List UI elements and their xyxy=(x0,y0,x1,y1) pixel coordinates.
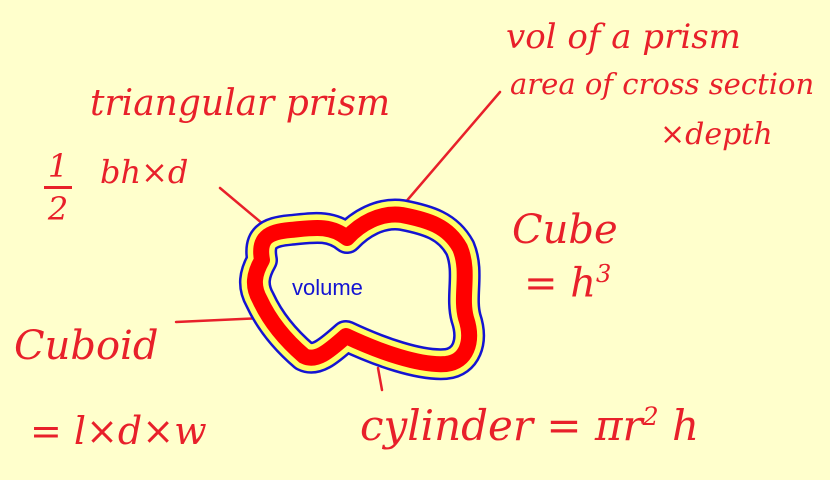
fraction-denominator: 2 xyxy=(47,190,69,228)
cylinder-formula: cylinder = πr2 h xyxy=(360,404,699,447)
volume-label: volume xyxy=(292,275,363,300)
prism-note-line1: vol of a prism xyxy=(506,17,741,57)
cylinder-formula-text: cylinder = πr xyxy=(360,401,643,450)
cylinder-exponent: 2 xyxy=(642,402,659,431)
cuboid-formula: = l×d×w xyxy=(30,409,207,453)
triangular-prism-title: triangular prism xyxy=(90,83,391,124)
connector-prism xyxy=(390,90,502,220)
cylinder-formula-tail: h xyxy=(658,401,699,450)
cube-formula: = h3 xyxy=(524,262,611,303)
prism-note-line3: ×depth xyxy=(660,117,773,152)
connector-cuboid xyxy=(174,316,264,324)
prism-note-line2: area of cross section xyxy=(510,67,815,101)
one-half-fraction: 1 2 xyxy=(44,150,72,225)
cube-formula-text: = h xyxy=(524,260,596,307)
fraction-numerator: 1 xyxy=(47,147,69,185)
connector-cylinder xyxy=(376,366,384,392)
cuboid-title: Cuboid xyxy=(14,323,159,369)
cube-title: Cube xyxy=(512,207,618,253)
volume-blob xyxy=(239,198,486,381)
triangular-prism-formula: bh×d xyxy=(100,153,189,191)
fraction-bar xyxy=(44,186,72,189)
cube-exponent: 3 xyxy=(596,260,612,288)
